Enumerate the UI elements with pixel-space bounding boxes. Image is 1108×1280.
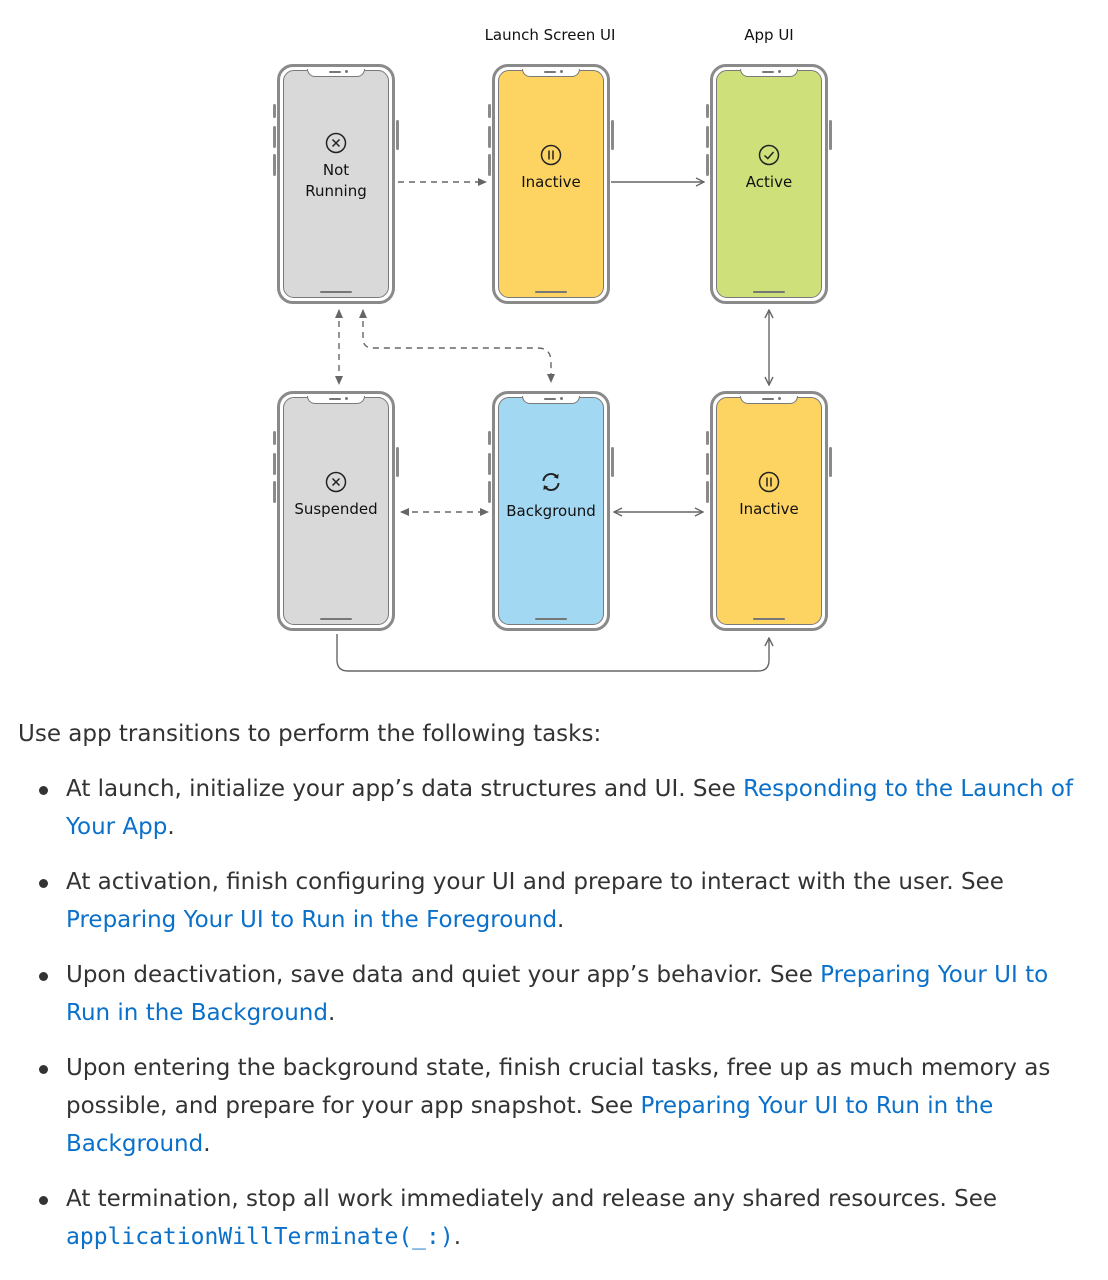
column-label-app-ui: App UI <box>744 26 794 44</box>
state-label-suspended: Suspended <box>294 500 378 518</box>
transition-arrows <box>335 0 1108 672</box>
phone-background: Background <box>488 391 614 631</box>
bullet-icon <box>39 972 48 981</box>
refresh-arrows-icon <box>542 473 560 491</box>
code-application-will-terminate: applicationWillTerminate(_:) <box>66 1224 454 1250</box>
state-label-active: Active <box>745 173 793 191</box>
transitions-text: Use app transitions to perform the follo… <box>18 716 1093 1273</box>
task-punct: . <box>327 1000 336 1026</box>
bullet-icon <box>39 1196 48 1205</box>
list-item: Upon deactivation, save data and quiet y… <box>18 956 1093 1032</box>
state-label-inactive-bottom: Inactive <box>739 500 799 518</box>
phone-not-running: Not Running <box>273 64 399 304</box>
pause-circle-icon <box>540 144 562 166</box>
task-punct: . <box>453 1224 462 1250</box>
arrow-notrunning-background <box>359 309 555 383</box>
bullet-icon <box>39 786 48 795</box>
x-circle-icon <box>325 471 347 493</box>
list-item: At termination, stop all work immediatel… <box>18 1180 1093 1256</box>
link-responding-to-launch[interactable]: Responding to the Launch of Your App <box>66 776 1074 840</box>
pause-circle-icon <box>758 471 780 493</box>
list-item: At launch, initialize your app’s data st… <box>18 770 1093 846</box>
list-item: At activation, finish configuring your U… <box>18 863 1093 939</box>
phone-inactive-launch: Inactive <box>488 64 614 304</box>
phone-suspended: Suspended <box>273 391 399 631</box>
task-text: At termination, stop all work immediatel… <box>66 1186 998 1212</box>
phone-inactive-app: Inactive <box>706 391 832 631</box>
bullet-icon <box>39 879 48 888</box>
link-preparing-foreground[interactable]: Preparing Your UI to Run in the Foregrou… <box>66 907 558 933</box>
link-application-will-terminate[interactable]: applicationWillTerminate(_:) <box>66 1224 454 1250</box>
state-label-not-running: Not Running <box>305 161 367 200</box>
phone-active: Active <box>706 64 832 304</box>
state-label-inactive-top: Inactive <box>521 173 581 191</box>
task-list: At launch, initialize your app’s data st… <box>18 770 1093 1256</box>
task-punct: . <box>557 907 565 933</box>
checkmark-circle-icon <box>758 144 780 166</box>
bullet-icon <box>39 1065 48 1074</box>
state-label-background: Background <box>506 502 596 520</box>
task-punct: . <box>203 1131 211 1157</box>
link-preparing-background[interactable]: Preparing Your UI to Run in the Backgrou… <box>66 962 1049 1026</box>
link-preparing-background-2[interactable]: Preparing Your UI to Run in the Backgrou… <box>66 1093 994 1157</box>
task-text: Upon deactivation, save data and quiet y… <box>66 962 821 988</box>
task-text: At activation, finish configuring your U… <box>66 869 1004 895</box>
column-label-launch-screen-ui: Launch Screen UI <box>484 26 616 44</box>
x-circle-icon <box>325 132 347 154</box>
arrow-suspended-to-inactive <box>336 634 769 672</box>
task-text: At launch, initialize your app’s data st… <box>66 776 744 802</box>
task-punct: . <box>167 814 175 840</box>
task-text: Upon entering the background state, fini… <box>66 1055 1051 1119</box>
intro-paragraph: Use app transitions to perform the follo… <box>18 721 602 747</box>
list-item: Upon entering the background state, fini… <box>18 1049 1093 1163</box>
